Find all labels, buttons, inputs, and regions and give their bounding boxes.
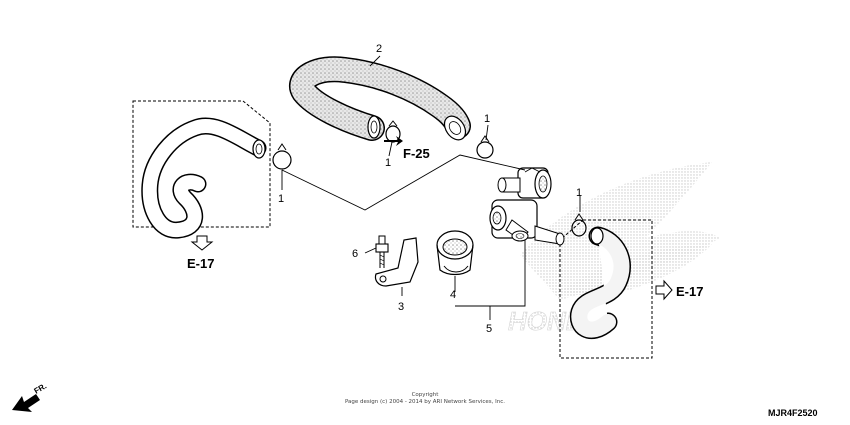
left-group-boundary	[132, 100, 271, 228]
leader-lines	[281, 55, 581, 320]
front-arrow-icon	[12, 394, 40, 412]
ref-e17-right-label: E-17	[676, 284, 703, 299]
valve-bracket-part-3	[374, 237, 419, 287]
ref-e17-left[interactable]: E-17	[187, 235, 214, 271]
right-outline-arrow-icon	[655, 279, 673, 301]
copyright-line-1: Copyright	[412, 392, 440, 398]
right-arrow-icon	[384, 136, 403, 146]
copyright-line-2: Page design (c) 2004 - 2014 by ARI Netwo…	[345, 399, 505, 405]
air-injection-valve	[489, 167, 565, 246]
upper-hose-part-2	[289, 56, 471, 141]
ref-f25-label: F-25	[403, 146, 430, 161]
callout-1-center-clamp: 1	[385, 157, 391, 169]
callout-1-upper-right-clamp: 1	[484, 113, 490, 125]
ref-e17-right[interactable]: E-17	[655, 279, 703, 301]
ref-e17-left-label: E-17	[187, 256, 214, 271]
diagram-code: MJR4F2520	[768, 408, 818, 418]
right-lower-hose	[569, 226, 631, 340]
callout-4-mount-band: 4	[450, 289, 456, 301]
bolt-part-6	[375, 235, 389, 268]
callout-1-left-clamp: 1	[278, 193, 284, 205]
down-arrow-icon	[190, 235, 214, 251]
callout-1-lower-right-clamp: 1	[576, 187, 582, 199]
hose-clamp-lower-right	[571, 213, 587, 237]
callout-2-upper-hose: 2	[376, 43, 382, 55]
hose-clamp-upper-right	[476, 135, 494, 159]
left-hose	[141, 117, 267, 239]
valve-mount-band-part-4	[436, 230, 474, 276]
ref-f25[interactable]: F-25	[384, 136, 430, 161]
hose-clamp-left	[272, 143, 292, 170]
callout-3-bracket: 3	[398, 301, 404, 313]
callout-6-bolt: 6	[352, 248, 358, 260]
front-marker-label: FR.	[33, 381, 49, 395]
front-direction-marker: FR.	[12, 381, 48, 412]
callout-5-valve-assy: 5	[486, 323, 492, 335]
